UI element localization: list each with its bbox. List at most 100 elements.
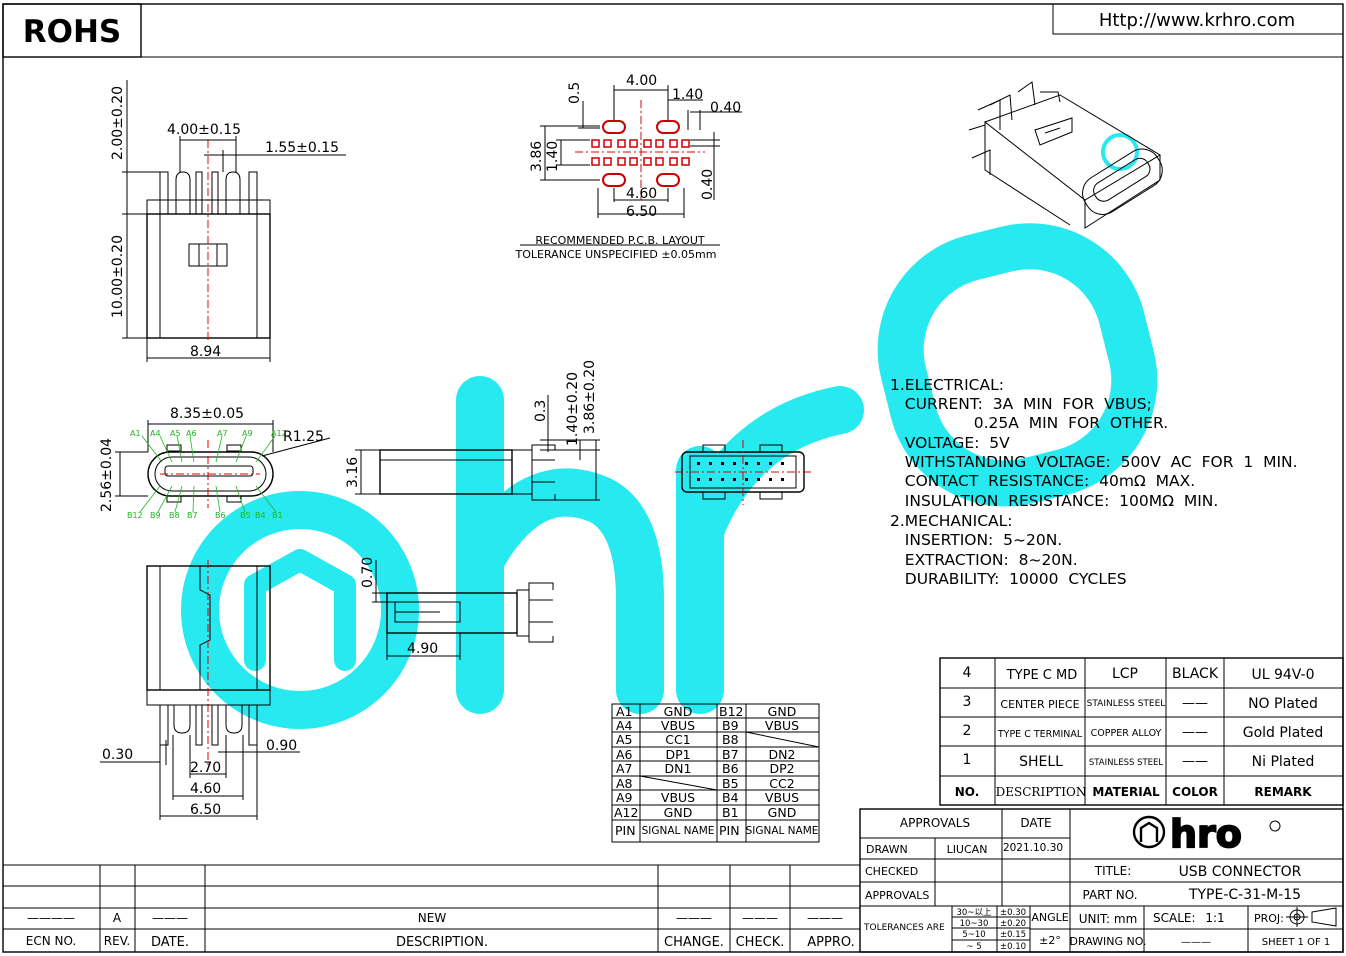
rev-header: REV. — [104, 934, 130, 948]
bom-table: 4 TYPE C MD LCP BLACK UL 94V-0 3 CENTER … — [939, 657, 1344, 806]
bottom-dim-pitch: 0.90 — [266, 738, 297, 754]
website-box: Http://www.krhro.com — [1052, 3, 1344, 35]
bom-cell: 4 — [963, 665, 972, 681]
spec-line: 2.MECHANICAL: — [890, 512, 1013, 530]
spec-line: EXTRACTION: 8~20N. — [890, 551, 1078, 569]
tb-checked: CHECKED — [865, 865, 918, 878]
bom-cell: UL 94V-0 — [1251, 667, 1314, 683]
spec-line: 1.ELECTRICAL: — [890, 376, 1004, 394]
bottom-view: 0.30 0.90 2.70 4.60 6.50 — [100, 560, 300, 820]
pin-label-b6: B6 — [215, 511, 226, 520]
tb-tol-value: ±0.10 — [1000, 942, 1026, 952]
pin-cell: A6 — [616, 747, 633, 762]
bom-cell: BLACK — [1172, 666, 1219, 682]
pin-footer: SIGNAL NAME — [642, 825, 715, 837]
tb-part-label: PART NO. — [1082, 888, 1137, 902]
front-dim-height: 2.56±0.04 — [99, 438, 115, 512]
top-view: 2.00±0.20 10.00±0.20 4.00±0.15 1.55±0.15… — [110, 80, 346, 362]
bom-cell: 3 — [963, 694, 972, 710]
back-view — [675, 440, 812, 505]
tb-tol-range: ~ 5 — [966, 942, 981, 952]
tb-drawn-date: 2021.10.30 — [1003, 842, 1063, 854]
tb-tol-value: ±0.20 — [1000, 919, 1026, 929]
pcb-dim-pad-gap: 0.40 — [710, 100, 741, 116]
bom-cell: TYPE C TERMINAL — [997, 729, 1083, 740]
tb-date: DATE — [1020, 816, 1051, 830]
bom-cell: 1 — [963, 752, 972, 768]
pin-cell: B1 — [722, 805, 739, 820]
rev-header: DATE. — [151, 935, 189, 950]
pin-cell: B7 — [722, 747, 739, 762]
pcb-title: RECOMMENDED P.C.B. LAYOUT — [535, 234, 704, 247]
bom-cell: STAINLESS STEEL — [1087, 699, 1166, 709]
spec-notes: 1.ELECTRICAL: CURRENT: 3A MIN FOR VBUS; … — [890, 376, 1298, 588]
rev-header: ECN NO. — [26, 934, 77, 948]
pin-label-a9: A9 — [242, 429, 253, 438]
pin-label-a6: A6 — [186, 429, 197, 438]
pin-label-a7: A7 — [217, 429, 228, 438]
rohs-box: ROHS — [2, 3, 142, 58]
website-url: Http://www.krhro.com — [1099, 10, 1295, 31]
pin-cell: GND — [664, 704, 693, 719]
pin-footer: PIN — [615, 823, 636, 838]
rev-value: ——— — [742, 911, 778, 925]
pin-cell: VBUS — [765, 718, 799, 733]
tb-tol-range: 5~10 — [962, 930, 985, 940]
bom-header: NO. — [955, 785, 980, 799]
spec-line: INSULATION RESISTANCE: 100MΩ MIN. — [890, 492, 1218, 510]
bom-cell: TYPE C MD — [1006, 668, 1078, 683]
pin-cell: A9 — [616, 790, 633, 805]
pin-cell: DN2 — [769, 747, 796, 762]
dim-pin-height: 2.00±0.20 — [110, 86, 126, 160]
tb-sheet: SHEET 1 OF 1 — [1262, 937, 1331, 948]
pin-label-a5: A5 — [170, 429, 181, 438]
pcb-dim-total: 6.50 — [626, 204, 657, 220]
bom-cell: LCP — [1112, 666, 1138, 682]
bside-dim-slot: 0.70 — [360, 557, 376, 588]
tb-part-value: TYPE-C-31-M-15 — [1188, 887, 1301, 903]
bom-cell: —— — [1182, 754, 1208, 769]
pin-label-b5: B5 — [240, 511, 251, 520]
pin-cell: A1 — [616, 704, 633, 719]
front-dim-width: 8.35±0.05 — [170, 406, 244, 422]
bom-cell: SHELL — [1019, 754, 1063, 770]
pin-table: A1 GND B12 GND A4 VBUS B9 VBUS A5 CC1 B8… — [611, 703, 820, 843]
pin-cell: GND — [768, 704, 797, 719]
pin-cell: GND — [768, 805, 797, 820]
rev-value: ——— — [807, 911, 843, 925]
bom-cell: Ni Plated — [1252, 754, 1315, 770]
pin-footer: PIN — [719, 823, 740, 838]
pcb-tolerance: TOLERANCE UNSPECIFIED ±0.05mm — [515, 248, 717, 261]
spec-line: CURRENT: 3A MIN FOR VBUS; — [890, 395, 1152, 413]
bom-cell: COPPER ALLOY — [1091, 728, 1162, 739]
pin-cell: B5 — [722, 776, 739, 791]
tb-drawing-no-value: ——— — [1181, 937, 1211, 948]
dim-top-width: 8.94 — [190, 344, 221, 360]
pin-cell: A8 — [616, 776, 633, 791]
pin-label-b4: B4 — [255, 511, 266, 520]
pin-label-a1: A1 — [130, 429, 141, 438]
pin-cell: VBUS — [765, 790, 799, 805]
pcb-dim-row-pitch: 1.40 — [545, 141, 561, 172]
tb-tol-range: 30~以上 — [957, 908, 992, 918]
bottom-dim-span-2: 4.60 — [190, 781, 221, 797]
pin-cell: A5 — [616, 732, 633, 747]
pin-label-a12: A12 — [271, 429, 287, 438]
tb-drawing-no: DRAWING NO. — [1070, 935, 1147, 948]
pin-cell: DP1 — [665, 747, 690, 762]
side-dim-pin-2: 3.86±0.20 — [582, 360, 598, 434]
rev-header: DESCRIPTION. — [396, 935, 488, 950]
tb-angle: ANGLE — [1031, 911, 1068, 924]
bom-header: COLOR — [1172, 785, 1218, 799]
rohs-label: ROHS — [23, 14, 122, 50]
pcb-dim-bottom: 4.60 — [626, 186, 657, 202]
pin-cell: B9 — [722, 718, 739, 733]
pcb-dim-top: 4.00 — [626, 73, 657, 89]
rev-header: CHANGE. — [664, 935, 724, 950]
tb-tolerances: TOLERANCES ARE — [863, 923, 945, 933]
title-block: APPROVALS DATE DRAWN LIUCAN 2021.10.30 C… — [859, 808, 1344, 953]
spec-line: 0.25A MIN FOR OTHER. — [890, 414, 1168, 432]
pin-label-b12: B12 — [127, 511, 143, 520]
projection-symbol-icon — [1286, 907, 1337, 927]
bom-cell: —— — [1182, 725, 1208, 740]
